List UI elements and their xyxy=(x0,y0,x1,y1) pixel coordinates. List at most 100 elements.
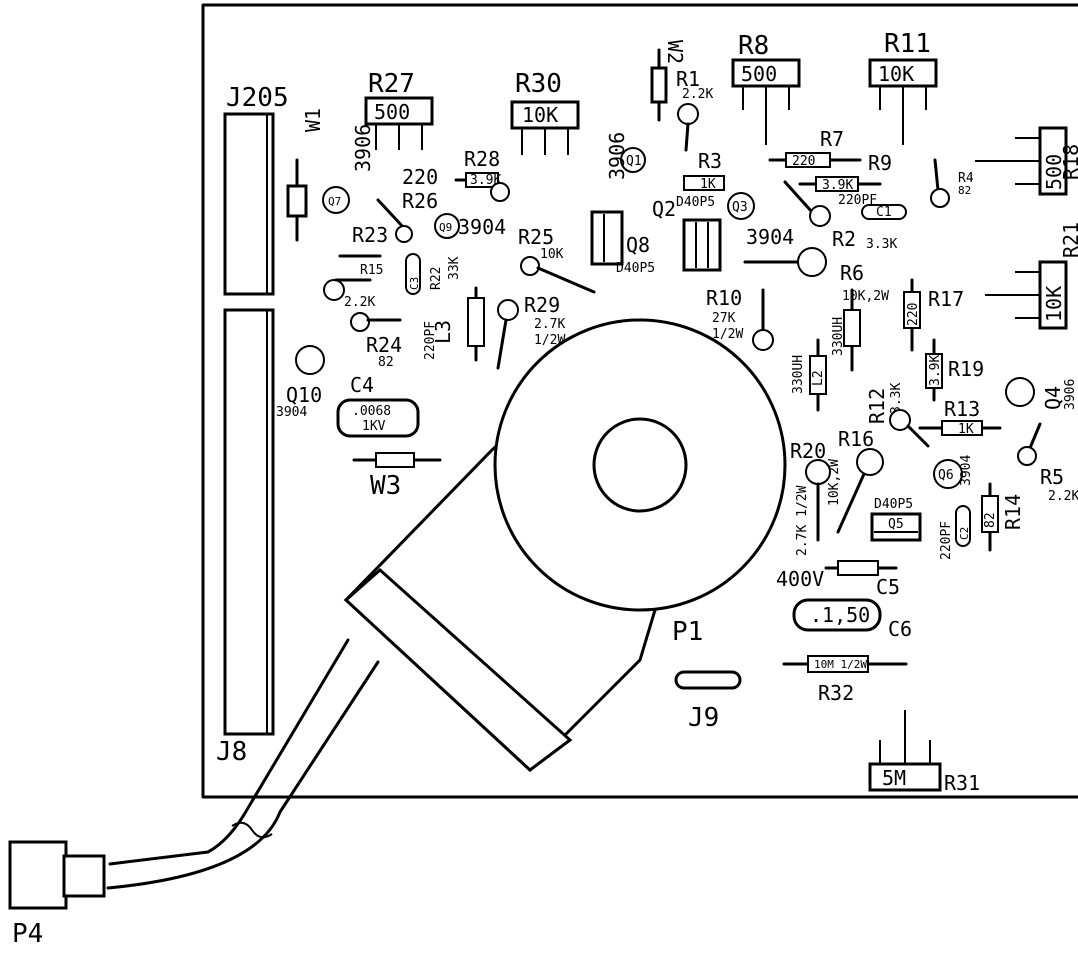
p1-potentiometer: P1 xyxy=(343,318,787,773)
c3-ref: C3 xyxy=(408,277,421,290)
svg-text:82: 82 xyxy=(958,184,971,197)
w3-label: W3 xyxy=(370,471,401,501)
q6-value: 3904 xyxy=(959,455,974,486)
r15-ref: R15 xyxy=(360,263,383,278)
r31-pot: 5M R31 xyxy=(868,710,980,795)
r5-ref: R5 xyxy=(1040,465,1064,489)
c4-voltage: 1KV xyxy=(362,419,386,434)
c2-ref: C2 xyxy=(958,527,971,540)
q10-ref: Q10 xyxy=(286,383,322,407)
r21-ref: R21 xyxy=(1059,222,1078,258)
r24-ref: R24 xyxy=(366,333,402,357)
r21-pot: 10K R21 xyxy=(985,222,1078,330)
q8-transistor xyxy=(590,210,624,266)
j9-label: J9 xyxy=(688,703,719,733)
r16-ref: R16 xyxy=(838,427,874,451)
c6-value: .1,50 xyxy=(810,603,870,627)
r32-ref: R32 xyxy=(818,681,854,705)
r17-ref: R17 xyxy=(928,287,964,311)
q1-value: 3906 xyxy=(605,132,629,180)
c4-capacitor xyxy=(336,398,420,438)
r12-value: 3.3K xyxy=(889,383,904,414)
q7-value: 3906 xyxy=(351,124,375,172)
j8-header xyxy=(223,308,275,736)
r19-ref: R19 xyxy=(948,357,984,381)
r27-ref: R27 xyxy=(368,69,415,99)
p4-cable xyxy=(108,638,350,866)
r9-value: 3.9K xyxy=(822,178,853,193)
l2-value: 330UH xyxy=(791,355,806,394)
r22-ref: R22 xyxy=(429,267,444,290)
r7-ref: R7 xyxy=(820,127,844,151)
q2-value: D40P5 xyxy=(676,195,715,210)
r30-value: 10K xyxy=(522,103,558,127)
q3-value: 3904 xyxy=(746,225,794,249)
r23-ref: R23 xyxy=(352,223,388,247)
r6-ref: R6 xyxy=(840,261,864,285)
r6-value: 10K,2W xyxy=(842,289,889,304)
r31-value: 5M xyxy=(882,766,906,790)
r28-ref: R28 xyxy=(464,147,500,171)
board-outline xyxy=(201,3,1078,799)
svg-text:Q6: Q6 xyxy=(938,468,954,483)
r14-ref: R14 xyxy=(1001,494,1025,530)
r28-value: 3.9K xyxy=(470,173,501,188)
r1-ref: R1 xyxy=(676,67,700,91)
r12-ref: R12 xyxy=(865,388,889,424)
r1-value: 2.2K xyxy=(682,87,713,102)
l2-ref: L2 xyxy=(811,370,826,386)
r26-ref: R26 xyxy=(402,189,438,213)
c4-value: .0068 xyxy=(352,404,391,419)
q4-transistor xyxy=(1005,377,1035,407)
r10-value: 27K xyxy=(712,311,736,326)
r2-value: 3.3K xyxy=(866,237,897,252)
svg-text:Q3: Q3 xyxy=(732,200,748,215)
r14-value: 82 xyxy=(983,512,998,528)
r31-ref: R31 xyxy=(944,771,980,795)
svg-text:R4: R4 xyxy=(958,171,974,186)
r19-value: 3.9K xyxy=(928,355,943,386)
l3-ref: L3 xyxy=(431,320,455,344)
j205-header xyxy=(223,112,275,296)
r13-value: 1K xyxy=(958,422,974,437)
j8-label: J8 xyxy=(216,737,247,767)
r3-ref: R3 xyxy=(698,149,722,173)
p1-label: P1 xyxy=(672,617,703,647)
r18-pot: 500 R18 xyxy=(975,126,1078,196)
w2-label: W2 xyxy=(663,40,687,64)
r10-watt: 1/2W xyxy=(712,327,743,342)
r10-ref: R10 xyxy=(706,286,742,310)
r11-ref: R11 xyxy=(884,29,931,59)
svg-text:Q9: Q9 xyxy=(439,221,452,234)
c5-value: 400V xyxy=(776,567,824,591)
r29-ref: R29 xyxy=(524,293,560,317)
r2-ref: R2 xyxy=(832,227,856,251)
c6-capacitor xyxy=(792,598,882,632)
svg-text:220: 220 xyxy=(402,165,438,189)
q9-value: 3904 xyxy=(458,215,506,239)
q4-ref: Q4 xyxy=(1041,386,1065,410)
c4-ref: C4 xyxy=(350,373,374,397)
r7-value: 220 xyxy=(792,154,815,169)
r11-value: 10K xyxy=(878,62,914,86)
q10-transistor xyxy=(295,345,325,375)
r18-value: 500 xyxy=(1042,154,1066,190)
c1-ref: C1 xyxy=(876,205,892,220)
p4-connector xyxy=(8,840,68,910)
q4-value: 3906 xyxy=(1063,379,1078,410)
r8-value: 500 xyxy=(741,62,777,86)
r8-pot: R8 500 xyxy=(731,31,801,145)
r17-value: 220 xyxy=(906,303,921,326)
svg-text:2.2K: 2.2K xyxy=(1048,489,1078,504)
q5-value: D40P5 xyxy=(874,497,913,512)
r27-pot: R27 500 xyxy=(364,69,434,150)
w1-label: W1 xyxy=(301,108,325,132)
r20-value: 2.7K 1/2W xyxy=(795,485,810,556)
q8-value: D40P5 xyxy=(616,261,655,276)
r25-value: 10K xyxy=(540,247,564,262)
r25-ref: R25 xyxy=(518,225,554,249)
q2-ref: Q2 xyxy=(652,197,676,221)
r3-value: 1K xyxy=(700,177,716,192)
r24-value: 82 xyxy=(378,355,394,370)
